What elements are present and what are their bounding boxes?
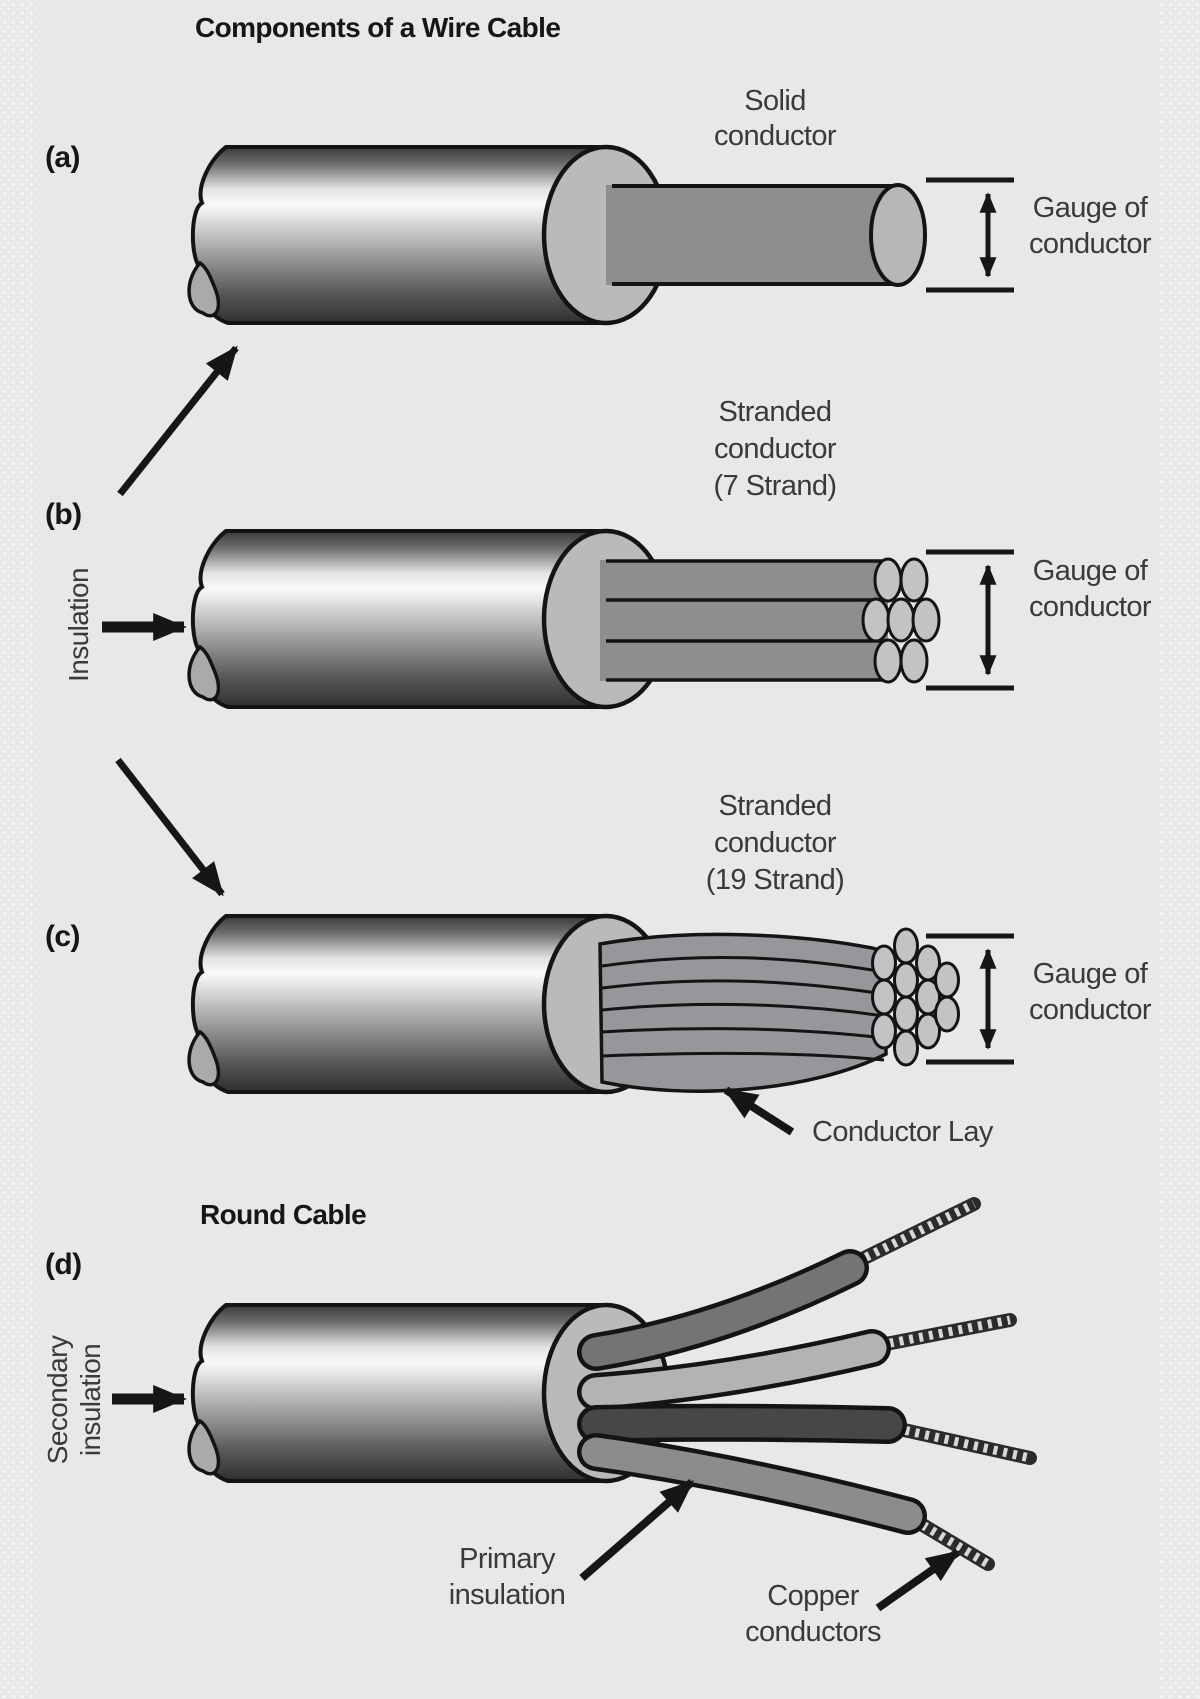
gauge-of-conductor-label-b: Gauge of conductor [1029, 555, 1152, 623]
insulated-wire-3 [577, 1403, 907, 1444]
left-halftone-strip [0, 0, 38, 1699]
gauge-of-conductor-label-c: Gauge of conductor [1029, 958, 1152, 1026]
section-tag-c: (c) [45, 920, 80, 953]
secondary-insulation-label: Secondary insulation [42, 1335, 106, 1465]
conductor-lay-label: Conductor Lay [812, 1116, 993, 1148]
copper-conductors-arrow [875, 1548, 961, 1612]
primary-insulation-arrow [579, 1478, 695, 1582]
figure-title: Components of a Wire Cable [195, 12, 561, 43]
primary-insulation-label: Primary insulation [448, 1543, 566, 1611]
gauge-marks-c [926, 933, 1014, 1065]
insulated-wire-1 [577, 1249, 869, 1371]
insulation-arrow-to-a [117, 345, 239, 497]
gauge-marks-a [926, 177, 1014, 293]
stranded-conductor-7-label: Stranded conductor (7 Strand) [713, 396, 838, 502]
insulation-label: Insulation [63, 568, 94, 682]
insulated-wire-4 [577, 1433, 927, 1535]
section-tag-b: (b) [45, 498, 82, 531]
insulated-wire-2 [577, 1329, 891, 1411]
copper-conductor-tip-1 [841, 1197, 981, 1273]
gauge-of-conductor-label-a: Gauge of conductor [1029, 192, 1152, 260]
solid-conductor-label: Solid conductor [714, 85, 837, 152]
cable-a-insulation [187, 144, 671, 326]
round-cable-wires [577, 1197, 1037, 1571]
copper-conductor-tip-2 [863, 1313, 1017, 1354]
section-tag-a: (a) [45, 141, 80, 174]
gauge-marks-b [926, 549, 1014, 691]
cable-c-stranded-conductor-19 [598, 927, 960, 1093]
cable-b-stranded-conductor-7 [600, 557, 941, 684]
copper-conductor-tip-3 [879, 1419, 1037, 1465]
right-halftone-strip [1157, 0, 1200, 1699]
conductor-lay-arrow [723, 1086, 795, 1136]
copper-conductors-label: Copper conductors [745, 1580, 881, 1648]
stranded-conductor-19-label: Stranded conductor (19 Strand) [705, 790, 845, 896]
section-tag-d: (d) [45, 1248, 82, 1281]
insulation-arrow-to-c [115, 757, 225, 897]
cable-c-insulation [187, 913, 671, 1095]
cable-b-insulation [187, 528, 671, 710]
round-cable-heading: Round Cable [200, 1199, 367, 1230]
cable-a-solid-conductor [606, 183, 927, 287]
